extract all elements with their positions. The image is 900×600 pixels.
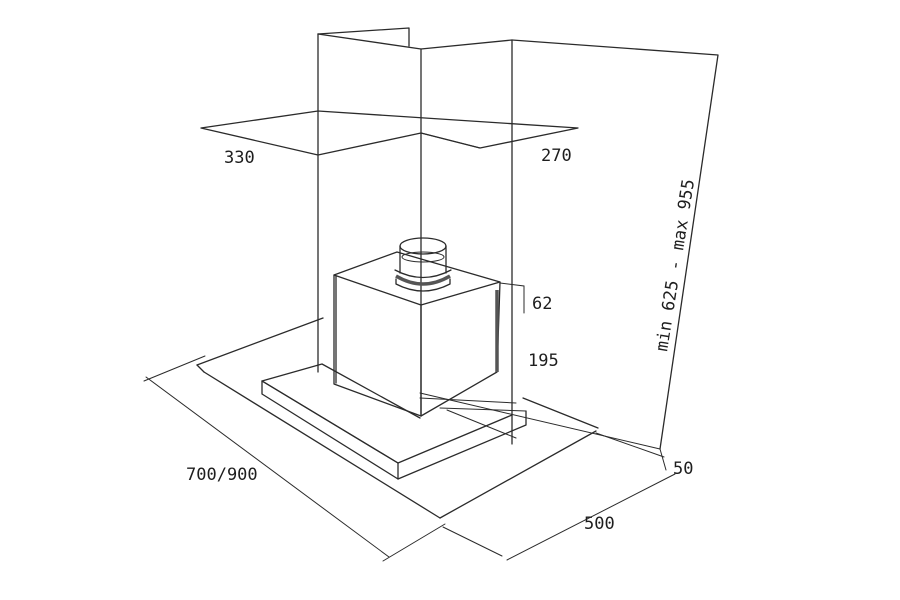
chimney [317,27,513,445]
canopy-tray [261,363,527,480]
width-label: 700/900 [186,465,258,485]
glass-plate [196,317,599,519]
body-height-label: 195 [528,351,559,371]
chimney-section-planes [200,110,579,156]
outlet-collar [394,237,452,292]
canopy-thickness-label: 50 [673,459,693,479]
motor-cap-height-label: 62 [532,294,552,314]
depth-label: 500 [584,514,615,534]
chimney-front-width-label: 270 [541,146,572,166]
height-range-label: min 625 - max 955 [652,178,699,353]
height-dimension-plane [419,39,719,471]
dimension-lines [143,282,676,562]
motor-block [333,251,501,417]
chimney-side-depth-label: 330 [224,148,255,168]
